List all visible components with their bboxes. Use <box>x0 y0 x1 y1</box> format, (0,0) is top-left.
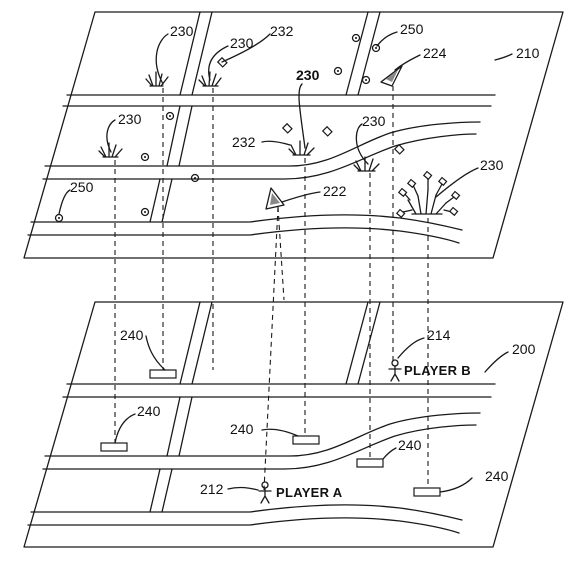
lower-layer-outline <box>23 301 564 548</box>
ref-label-grass: 230 <box>480 157 504 173</box>
upper-layer-outline <box>23 11 564 259</box>
lower-street-v1b <box>191 301 213 385</box>
player-b-label: PLAYER B <box>404 363 471 378</box>
ref-label-token: 250 <box>400 21 424 37</box>
upper-street-v1b <box>191 11 213 96</box>
lower-street-v3a <box>149 468 161 513</box>
player-a-view-cone-icon <box>265 187 285 210</box>
player-a-label: PLAYER A <box>276 485 343 500</box>
upper-street-v2b <box>178 105 193 167</box>
item-diamond-icon <box>321 125 333 137</box>
ref-label-grass: 230 <box>118 111 142 127</box>
ref-label-marker: 240 <box>485 468 509 484</box>
lower-street-v2b <box>178 396 193 457</box>
spiral-token-icon <box>190 173 200 183</box>
upper-road-3b <box>27 227 460 244</box>
upper-map-layer <box>23 11 564 259</box>
projection-line <box>263 206 279 491</box>
location-marker-240 <box>149 369 177 379</box>
lower-street-v2a <box>166 396 181 457</box>
location-marker-240 <box>356 458 384 468</box>
ref-label-grass: 230 <box>362 113 386 129</box>
lower-road-3a <box>30 504 463 521</box>
lower-road-2a <box>44 412 481 457</box>
ref-label-player-a: 212 <box>200 481 224 497</box>
spiral-token-icon <box>54 213 64 223</box>
ref-label-item: 232 <box>270 23 294 39</box>
lower-road-2b <box>42 424 477 470</box>
location-marker-240 <box>413 487 441 497</box>
upper-street-v1a <box>179 11 201 96</box>
lower-street-v4b <box>357 301 381 385</box>
lower-objects <box>100 359 441 504</box>
spiral-token-icon <box>140 152 150 162</box>
upper-street-v4b <box>357 11 381 96</box>
ref-label-lower-layer: 200 <box>512 341 536 357</box>
ref-label-marker: 240 <box>120 327 144 343</box>
projection-line <box>277 206 285 301</box>
ref-label-player-b: 214 <box>427 327 451 343</box>
upper-street-v4a <box>345 11 369 96</box>
ref-label-grass: 230 <box>170 23 194 39</box>
spiral-token-icon <box>165 111 175 121</box>
spiral-token-icon <box>351 33 361 43</box>
upper-road-2a <box>44 121 481 167</box>
grass-tuft-icon <box>145 71 169 87</box>
lower-street-v3b <box>161 468 173 513</box>
labels: 230 230 232 250 224 210 230 230 232 230 … <box>70 21 540 500</box>
ref-label-token: 250 <box>70 179 94 195</box>
upper-objects <box>54 33 461 223</box>
ref-label-grass: 230 <box>296 67 320 83</box>
leader-lines <box>58 31 513 493</box>
item-diamond-icon <box>393 143 405 155</box>
ref-label-player-b-cone: 224 <box>423 45 447 61</box>
spiral-token-icon <box>333 66 343 76</box>
ref-label-marker: 240 <box>398 437 422 453</box>
spiral-token-icon <box>140 207 150 217</box>
projection-lines <box>114 86 429 491</box>
player-b-view-cone-icon <box>380 65 403 87</box>
spiral-token-icon <box>361 75 371 85</box>
lower-street-v4a <box>345 301 369 385</box>
grass-tuft-icon <box>353 156 380 172</box>
item-diamond-icon <box>281 122 293 134</box>
location-marker-240 <box>292 435 320 445</box>
grass-tuft-icon <box>98 142 123 158</box>
ref-label-marker: 240 <box>137 403 161 419</box>
large-grass-tuft-icon <box>395 170 461 219</box>
ref-label-player-a-cone: 222 <box>323 183 347 199</box>
ref-label-marker: 240 <box>230 421 254 437</box>
lower-road-3b <box>27 517 460 534</box>
ref-label-upper-layer: 210 <box>516 45 540 61</box>
upper-street-v3b <box>161 178 173 223</box>
ref-label-grass: 230 <box>230 35 254 51</box>
upper-street-v3a <box>149 178 161 223</box>
upper-road-3a <box>30 214 463 231</box>
player-b-figure-icon <box>388 359 402 382</box>
player-a-figure-icon <box>258 481 272 504</box>
upper-road-2b <box>42 133 477 180</box>
upper-street-v2a <box>166 105 181 167</box>
ref-label-item: 232 <box>232 134 256 150</box>
lower-map-layer <box>23 301 564 548</box>
lower-street-v1a <box>179 301 201 385</box>
location-marker-240 <box>100 442 128 452</box>
spiral-token-icon <box>371 43 381 53</box>
grass-tuft-icon <box>288 140 315 156</box>
